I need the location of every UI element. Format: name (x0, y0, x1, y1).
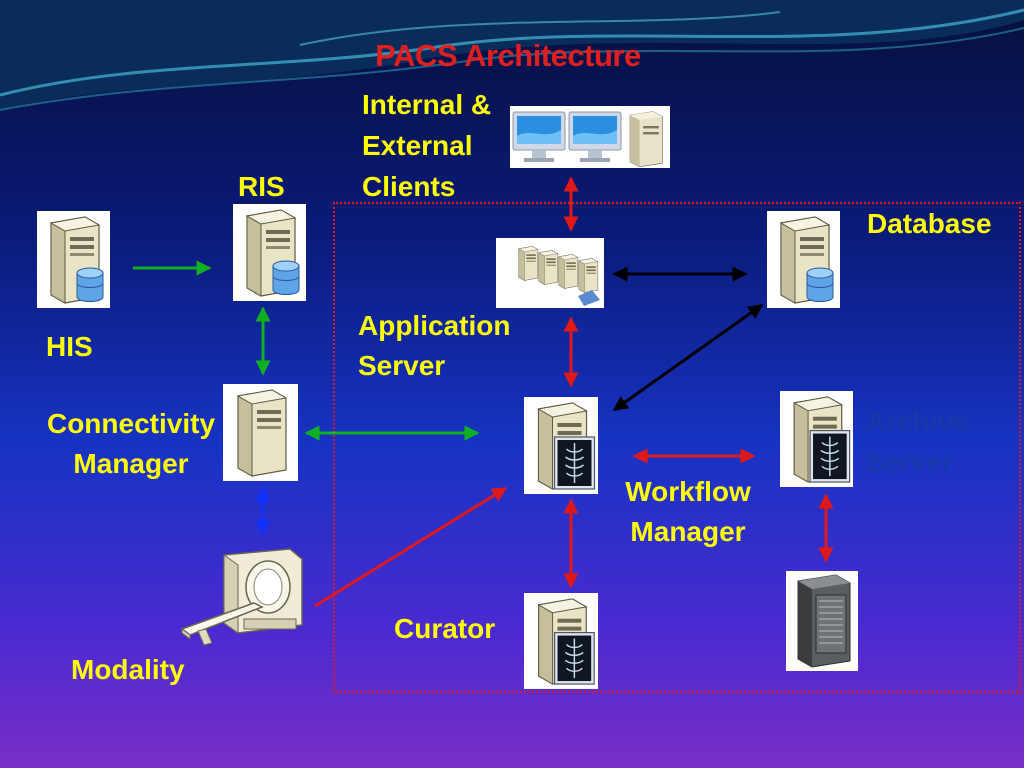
application-server-rack-icon (496, 238, 604, 308)
archive-xray-workstation-icon (780, 391, 853, 487)
workflow-manager-label: Workflow Manager (625, 476, 751, 547)
curator-xray-workstation-icon (524, 593, 598, 689)
database-label: Database (867, 208, 992, 239)
page-title: PACS Architecture (375, 38, 641, 73)
storage-cabinet-icon (786, 571, 858, 671)
client-workstations-icon (510, 106, 670, 168)
archive-server-label: Archive Server (866, 406, 969, 477)
monitor-icon (568, 111, 622, 162)
curator-label: Curator (394, 613, 496, 644)
ris-label: RIS (238, 171, 285, 202)
internal-external-clients-label: Internal & External Clients (362, 89, 492, 202)
his-label: HIS (46, 331, 93, 362)
application-server-label: Application Server (358, 310, 511, 381)
workflow-xray-workstation-icon (524, 397, 598, 494)
connectivity-manager-label: Connectivity Manager (46, 408, 216, 479)
connectivity-server-icon (223, 384, 298, 481)
database-server-icon (767, 211, 840, 308)
ris-server-icon (233, 204, 306, 301)
monitor-icon (512, 111, 566, 162)
header-wave-decoration (0, 0, 1024, 111)
his-server-icon (37, 211, 110, 308)
ct-scanner-icon (180, 548, 303, 646)
pacs-region-boundary (333, 202, 1021, 693)
modality-label: Modality (71, 654, 185, 685)
